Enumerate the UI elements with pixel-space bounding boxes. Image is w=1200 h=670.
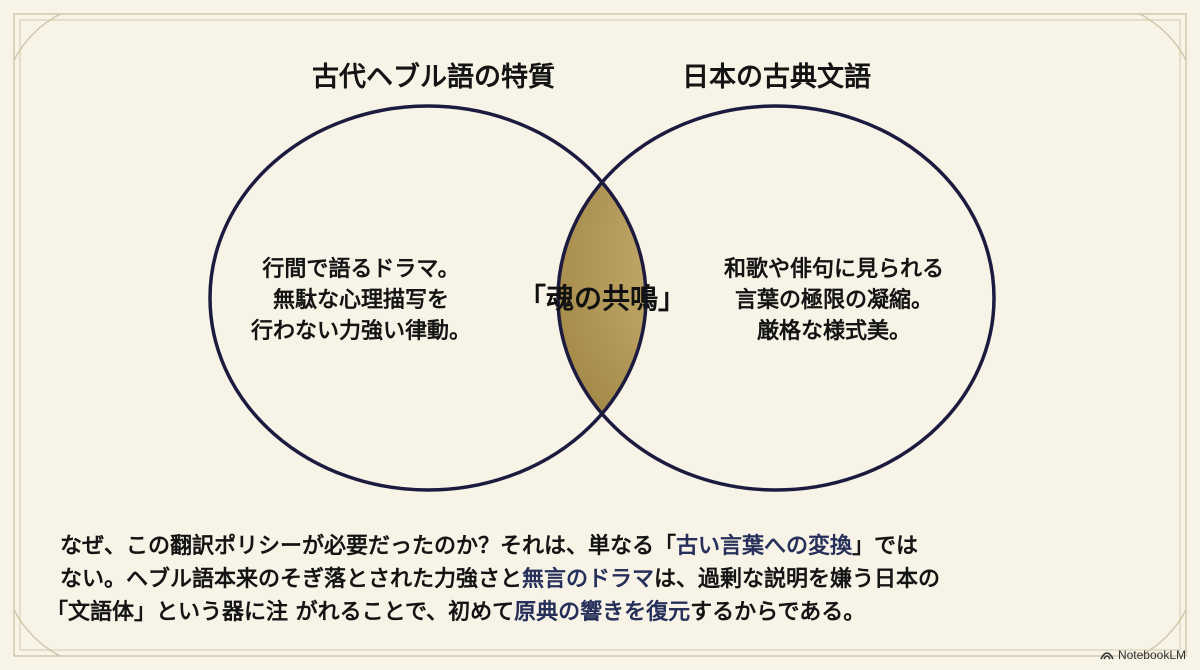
left-circle: [208, 104, 648, 492]
right-line-1: 和歌や俳句に見られる: [723, 257, 944, 282]
left-circle-title: 古代ヘブル語の特質: [312, 62, 555, 93]
explanation-line-1: なぜ、この翻訳ポリシーが必要だったのか？それは、単なる「古い言葉への変換」では: [60, 534, 919, 559]
right-line-2: 言葉の極限の凝縮。: [734, 288, 933, 313]
left-circle-text: 行間で語るドラマ。 無駄な心理描写を 行わない力強い律動。: [236, 254, 486, 347]
left-line-2: 無駄な心理描写を: [272, 288, 449, 313]
decorative-frame: [13, 13, 1187, 657]
right-line-3: 厳格な様式美。: [756, 319, 911, 344]
logo-text: NotebookLM: [1117, 648, 1186, 662]
intersection-label: 「魂の共鳴」: [517, 282, 686, 315]
explanation-line-2: ない。ヘブル語本来のそぎ落とされた力強さと無言のドラマは、過剰な説明を嫌う日本の: [60, 567, 941, 592]
highlight-old-words: 古い言葉への変換: [676, 534, 853, 559]
right-circle: [556, 104, 996, 492]
explanation-line-3: 「文語体」という器に注 がれることで、初めて原典の響きを復元するからである。: [46, 600, 866, 625]
highlight-silent-drama: 無言のドラマ: [522, 567, 655, 592]
highlight-restore-original: 原典の響きを復元: [514, 600, 691, 625]
left-line-3: 行わない力強い律動。: [250, 319, 471, 344]
explanation-paragraph: なぜ、この翻訳ポリシーが必要だったのか？それは、単なる「古い言葉への変換」では …: [46, 530, 1150, 629]
left-line-1: 行間で語るドラマ。: [262, 257, 460, 282]
notebooklm-logo: NotebookLM: [1100, 648, 1186, 662]
right-circle-text: 和歌や俳句に見られる 言葉の極限の凝縮。 厳格な様式美。: [702, 254, 966, 347]
notebooklm-logo-icon: [1100, 652, 1114, 660]
right-circle-title: 日本の古典文語: [682, 62, 871, 93]
